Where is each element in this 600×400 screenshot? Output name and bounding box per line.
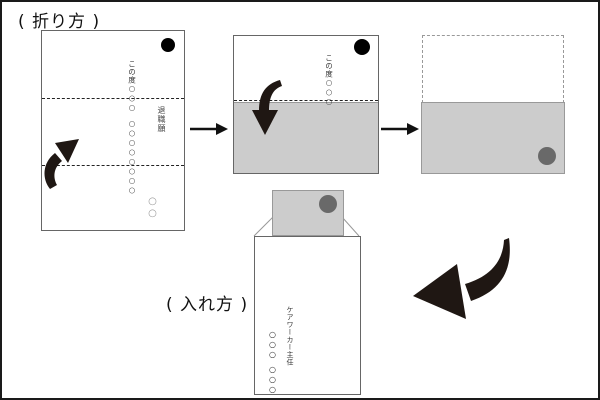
stamp-circle-gray-icon [319, 195, 337, 213]
insert-step-arrow-icon [413, 238, 510, 319]
step-arrow-icon [381, 123, 419, 135]
letter-opening-text: この度○○○ [324, 54, 334, 107]
envelope-front: ケアワーカー主任 ○○○ ○○○ [254, 236, 361, 395]
unfolded-outline-ghost [422, 35, 564, 103]
fold-down-arrow-icon [252, 80, 282, 135]
inserting-section-label: ( 入れ方 ) [166, 295, 249, 315]
envelope-address-name-lower: ○○○ [268, 365, 277, 395]
unfolded-letter-panel: この度○○○ ○○○○○○○○ 退職願 ○○ [41, 30, 185, 231]
document-title: 退職願 [157, 106, 166, 133]
fold-line-upper [42, 98, 184, 99]
fold-line [234, 100, 378, 101]
signature-placeholder: ○○ [147, 196, 158, 220]
letter-opening-text: この度○○○ [127, 60, 137, 113]
step-arrow-icon [190, 123, 228, 135]
letter-body-placeholder: ○○○○○○○○ [127, 119, 137, 195]
stamp-circle-icon [161, 38, 175, 52]
stamp-circle-gray-icon [538, 147, 556, 165]
fold-up-arrow-icon [44, 139, 79, 189]
stamp-circle-icon [354, 39, 370, 55]
half-folded-letter-panel: この度○○○ [233, 35, 379, 174]
fold-line-lower [42, 165, 184, 166]
envelope-address-name-upper: ○○○ [268, 330, 277, 360]
envelope-address-title: ケアワーカー主任 [286, 306, 294, 366]
folded-letter-inserting [272, 190, 344, 236]
envelope-flap-lines [253, 216, 360, 237]
fully-folded-letter [421, 102, 565, 174]
folding-section-label: ( 折り方 ) [18, 12, 101, 32]
